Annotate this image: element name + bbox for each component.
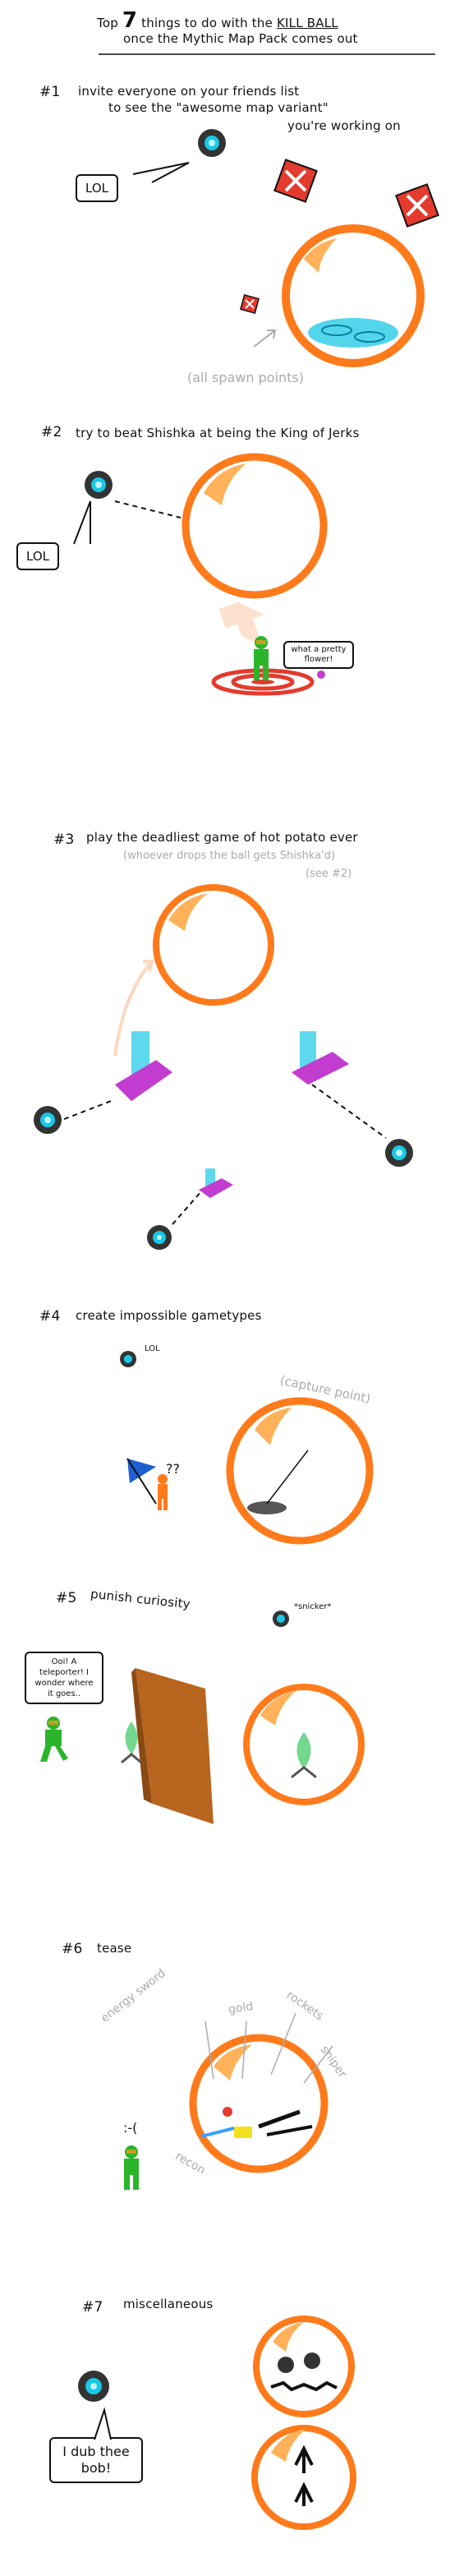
item2-text: try to beat Shishka at being the King of… <box>76 426 360 440</box>
title-number: 7 <box>122 8 138 33</box>
kill-ball-3 <box>153 884 274 1006</box>
flag-icon-3 <box>240 294 260 314</box>
wall-icon <box>131 1668 214 1824</box>
snowman-head <box>253 2316 355 2417</box>
flower-icon <box>317 670 325 679</box>
title-rest: things to do with the <box>141 16 273 30</box>
down-arrow-icon <box>218 601 264 646</box>
kill-ball-6 <box>189 2034 328 2173</box>
monitor-icon <box>147 1225 172 1250</box>
item3-number: #3 <box>53 832 75 848</box>
item2-number: #2 <box>41 424 62 440</box>
bubble-tail-2 <box>73 500 91 545</box>
title-kill-ball: KILL BALL <box>277 16 338 30</box>
item6-text: tease <box>97 1941 132 1956</box>
snicker-label: *snicker* <box>294 1602 332 1611</box>
kill-ball-4 <box>226 1397 374 1545</box>
grav-lift-icon <box>292 1031 349 1085</box>
title-line-2: once the Mythic Map Pack comes out <box>123 31 358 46</box>
lol-bubble-1: LOL <box>76 174 118 202</box>
monitor-icon <box>34 1106 62 1134</box>
item3-sub2: (see #2) <box>306 868 352 880</box>
flag-icon-2 <box>395 183 439 228</box>
item1-number: #1 <box>39 84 61 100</box>
teleporter-speech: Ooi! A teleporter! I wonder where it goe… <box>25 1652 103 1704</box>
item5-number: #5 <box>56 1590 77 1606</box>
grav-lift-icon <box>115 1031 172 1101</box>
monitor-icon <box>198 129 226 157</box>
throw-arc <box>113 960 154 1057</box>
kill-ball-2 <box>181 453 328 599</box>
bubble-tail-7 <box>94 2407 112 2440</box>
item5-text: punish curiosity <box>90 1586 191 1612</box>
arrow-icon-1 <box>253 329 277 348</box>
monitor-icon <box>85 471 113 499</box>
confused-marks: ?? <box>166 1461 180 1477</box>
flag-carrier-icon <box>126 1458 168 1510</box>
teleporter-icon <box>121 1721 142 1764</box>
bubble-tail-1 <box>132 162 190 183</box>
kill-ball-5 <box>243 1684 365 1805</box>
monitor-icon <box>78 2371 109 2402</box>
item7-number: #7 <box>82 2299 103 2316</box>
monitor-icon <box>273 1611 289 1627</box>
item4-number: #4 <box>39 1308 61 1325</box>
spartan-icon <box>254 636 269 680</box>
title-lead: Top <box>97 16 118 30</box>
item1-text-c: you're working on <box>287 118 401 133</box>
dashed-links-3 <box>63 1084 387 1225</box>
spartan-icon <box>40 1717 68 1762</box>
title-underline <box>99 53 435 55</box>
grav-lift-icon <box>199 1168 233 1198</box>
snowman-body <box>251 2425 356 2530</box>
dashed-link-2 <box>114 500 181 518</box>
item7-text: miscellaneous <box>123 2297 214 2311</box>
item3-text: play the deadliest game of hot potato ev… <box>86 830 358 845</box>
small-lol: LOL <box>145 1344 160 1353</box>
lol-bubble-2: LOL <box>16 542 59 570</box>
sad-face: :-( <box>123 2120 138 2136</box>
pointer-lines-6 <box>204 2012 333 2084</box>
spawn-note: (all spawn points) <box>187 370 305 385</box>
item4-text: create impossible gametypes <box>76 1308 262 1323</box>
kill-ball-1 <box>282 224 425 367</box>
item6-number: #6 <box>62 1941 83 1957</box>
monitor-icon <box>385 1139 413 1167</box>
flower-speech: what a pretty flower! <box>283 641 354 669</box>
spartan-icon <box>124 2145 139 2190</box>
title-line-1: Top 7 things to do with the KILL BALL <box>97 8 338 33</box>
item3-sub: (whoever drops the ball gets Shishka'd) <box>123 850 336 862</box>
item1-text-a: invite everyone on your friends list <box>78 84 300 99</box>
monitor-icon <box>120 1351 136 1367</box>
label-energy-sword: energy sword <box>99 1966 168 2025</box>
flag-icon-1 <box>273 159 318 203</box>
item1-text-b: to see the "awesome map variant" <box>108 100 328 115</box>
